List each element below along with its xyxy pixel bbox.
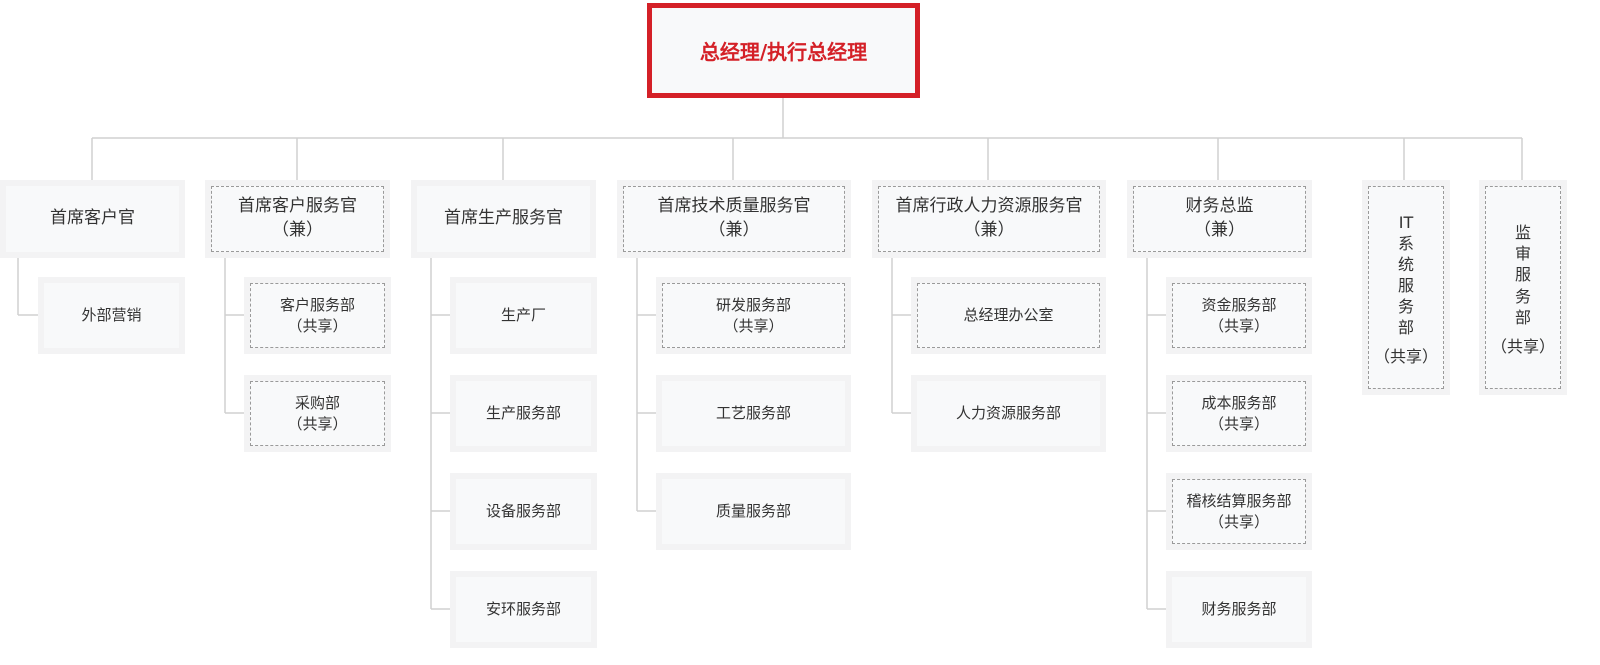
node-note: （兼） [272,220,323,240]
dept-chief-customer-service: 首席客户服务官 （兼） [205,180,390,258]
unit-treasury-service: 资金服务部 （共享） [1166,277,1312,354]
dept-it-system-service: IT系统服务部 （共享） [1362,180,1450,395]
node-label: 生产厂 [500,306,546,324]
vertical-label: 监审服务部 [1514,223,1531,327]
unit-external-marketing: 外部营销 [38,277,185,354]
node-note: （共享） [723,316,784,335]
node-label: 采购部 [294,393,340,412]
node-label: 安环服务部 [485,600,561,618]
node-note: （共享） [287,316,348,335]
node-note: （共享） [287,414,348,433]
node-label: 首席技术质量服务官 [657,196,811,217]
node-label: 人力资源服务部 [955,404,1061,422]
node-label: 研发服务部 [715,295,791,314]
node-label: 成本服务部 [1201,393,1277,412]
unit-equipment-service: 设备服务部 [450,473,597,550]
vertical-label: IT系统服务部 [1397,212,1414,338]
dept-audit-service: 监审服务部 （共享） [1479,180,1567,395]
node-label: 总经理办公室 [963,306,1054,324]
node-note: （共享） [1208,316,1269,335]
node-label: 首席客户服务官 [238,196,357,217]
node-note: （共享） [1490,336,1555,356]
unit-production-plant: 生产厂 [450,277,597,354]
unit-production-service: 生产服务部 [450,375,597,452]
node-label: 财务服务部 [1201,600,1277,618]
node-note: （兼） [1194,220,1245,240]
unit-quality-service: 质量服务部 [656,473,851,550]
node-label: 稽核结算服务部 [1186,491,1292,510]
node-label: 设备服务部 [485,502,561,520]
dept-chief-tech-quality: 首席技术质量服务官 （兼） [617,180,851,258]
unit-process-service: 工艺服务部 [656,375,851,452]
node-label: 工艺服务部 [715,404,791,422]
root-node: 总经理/执行总经理 [647,3,920,98]
node-label: 资金服务部 [1201,295,1277,314]
dept-chief-production-service: 首席生产服务官 [411,180,596,258]
node-label: 质量服务部 [715,502,791,520]
node-note: （兼） [963,220,1015,240]
node-label: 首席生产服务官 [444,208,563,229]
unit-rd-service: 研发服务部 （共享） [656,277,851,354]
node-label: 首席客户官 [50,208,135,229]
node-note: （共享） [1208,512,1269,531]
node-label: 外部营销 [81,306,142,324]
unit-finance-service: 财务服务部 [1166,571,1312,648]
unit-customer-service: 客户服务部 （共享） [244,277,391,354]
root-label: 总经理/执行总经理 [699,40,868,64]
unit-gm-office: 总经理办公室 [911,277,1106,354]
unit-safety-env-service: 安环服务部 [450,571,597,648]
dept-chief-admin-hr: 首席行政人力资源服务官 （兼） [872,180,1106,258]
unit-audit-settlement-service: 稽核结算服务部 （共享） [1166,473,1312,550]
node-label: 客户服务部 [279,295,355,314]
unit-hr-service: 人力资源服务部 [911,375,1106,452]
node-note: （兼） [708,220,760,240]
node-label: 财务总监 [1185,196,1254,217]
unit-cost-service: 成本服务部 （共享） [1166,375,1312,452]
unit-procurement: 采购部 （共享） [244,375,391,452]
node-note: （共享） [1208,414,1269,433]
node-label: 生产服务部 [485,404,561,422]
dept-finance-director: 财务总监 （兼） [1127,180,1312,258]
dept-chief-customer: 首席客户官 [0,180,185,258]
node-label: 首席行政人力资源服务官 [895,196,1083,217]
node-note: （共享） [1373,347,1438,367]
